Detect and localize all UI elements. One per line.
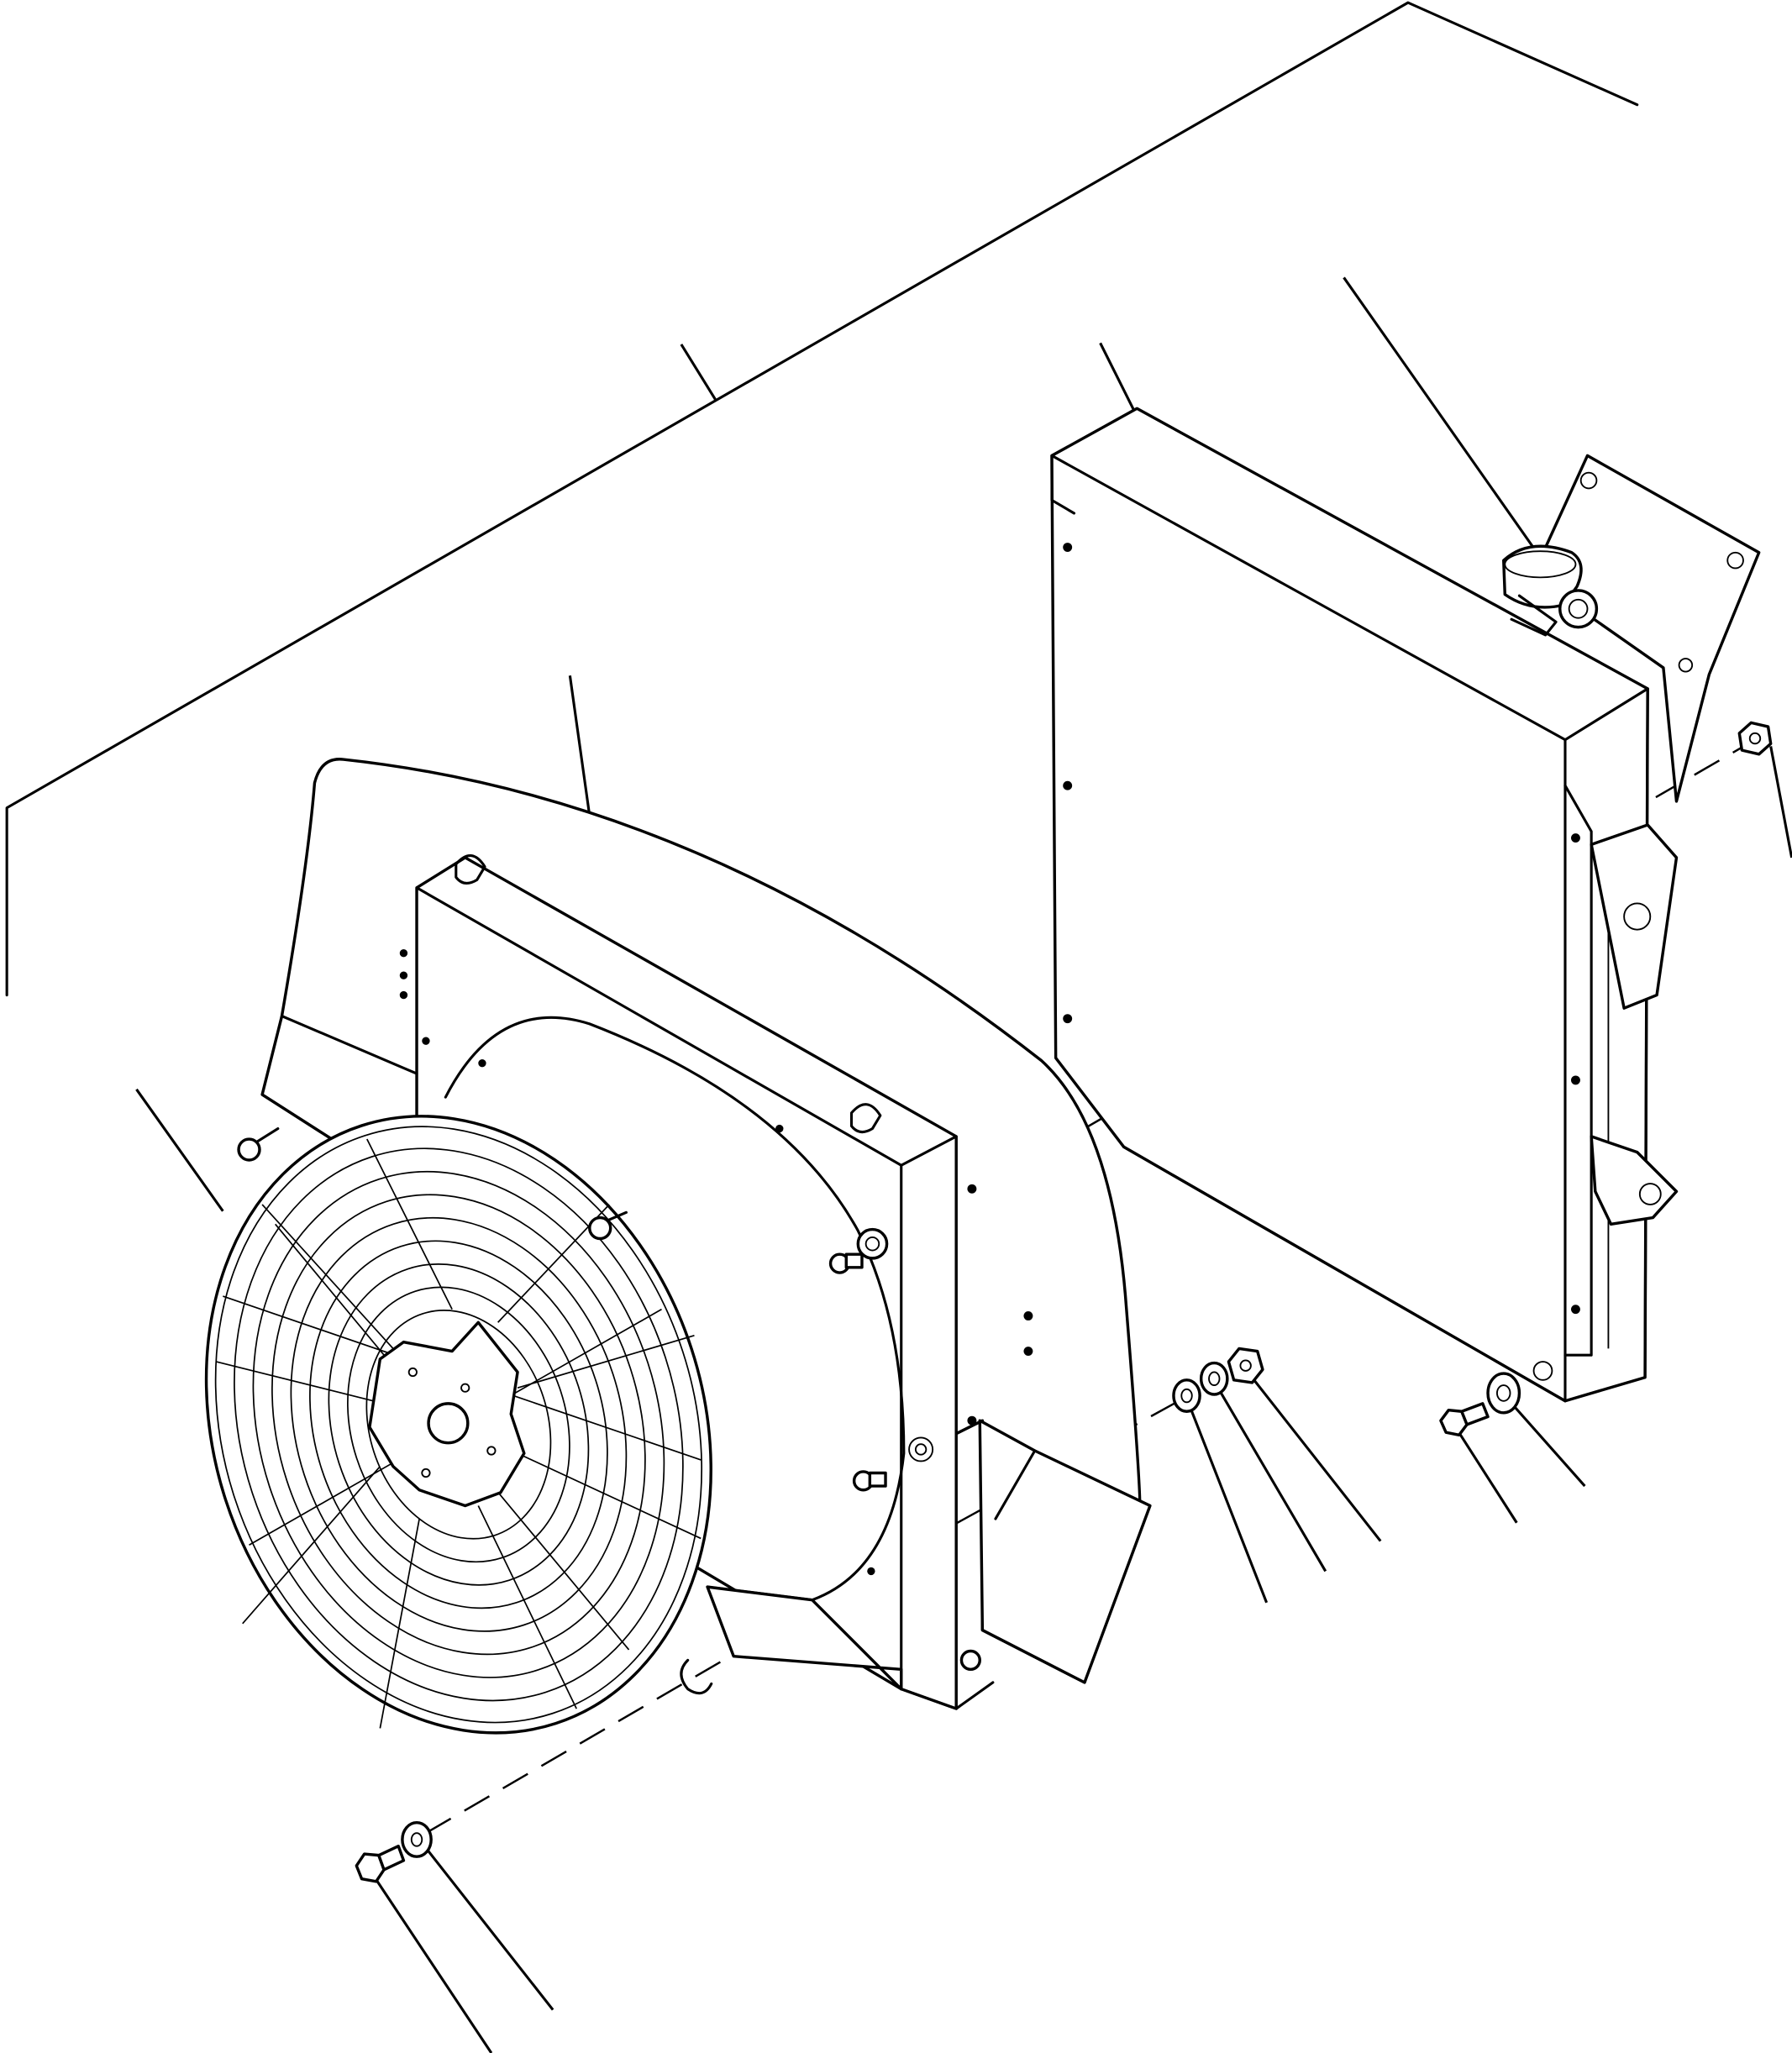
radiator-hole: [1570, 1075, 1580, 1085]
leader-fan-guard: [135, 1088, 224, 1212]
radiator: [1050, 407, 1761, 1403]
radiator-hole: [1063, 1014, 1073, 1024]
guard-hook: [680, 1658, 713, 1695]
guard-stud: [588, 1210, 628, 1241]
washer: [401, 1820, 433, 1858]
radiator-cap: [1502, 544, 1599, 637]
leader-nut-right: [1769, 746, 1792, 858]
shroud-bolt: [959, 1649, 981, 1672]
shroud-bolt: [828, 1252, 864, 1274]
leader-nut-a: [1240, 1363, 1382, 1542]
shroud-clip: [849, 1103, 882, 1134]
bolt: [1439, 1402, 1490, 1437]
leader-bolt-bottom: [365, 1865, 493, 2053]
guard-stud: [237, 1127, 280, 1162]
shroud-bolt: [852, 1470, 887, 1492]
radiator-hole: [1570, 1305, 1580, 1315]
shroud-clip: [455, 854, 486, 885]
lock-washer: [1199, 1361, 1229, 1396]
leader-washer-b: [1212, 1380, 1327, 1573]
leader-cap: [1343, 276, 1537, 551]
machine-frame: [5, 1, 1639, 997]
radiator-hole: [1063, 780, 1073, 790]
radiator-hole: [1063, 543, 1073, 552]
radiator-hole: [1570, 833, 1580, 843]
leader-frame: [680, 344, 717, 401]
shroud-washer: [856, 1227, 889, 1260]
leader-bolt-right: [1453, 1423, 1518, 1524]
fan-guard: [204, 1115, 713, 1735]
leader-washer-a: [1185, 1398, 1269, 1604]
bolt: [355, 1845, 406, 1883]
washer: [1172, 1378, 1201, 1413]
leader-lines: [135, 276, 1792, 2053]
nut: [1227, 1347, 1264, 1384]
nut: [1737, 721, 1773, 756]
leader-washer-right: [1502, 1393, 1586, 1488]
fan-shroud: [260, 758, 1152, 1710]
washer: [1486, 1372, 1521, 1415]
leader-washer-bottom: [418, 1838, 554, 2011]
